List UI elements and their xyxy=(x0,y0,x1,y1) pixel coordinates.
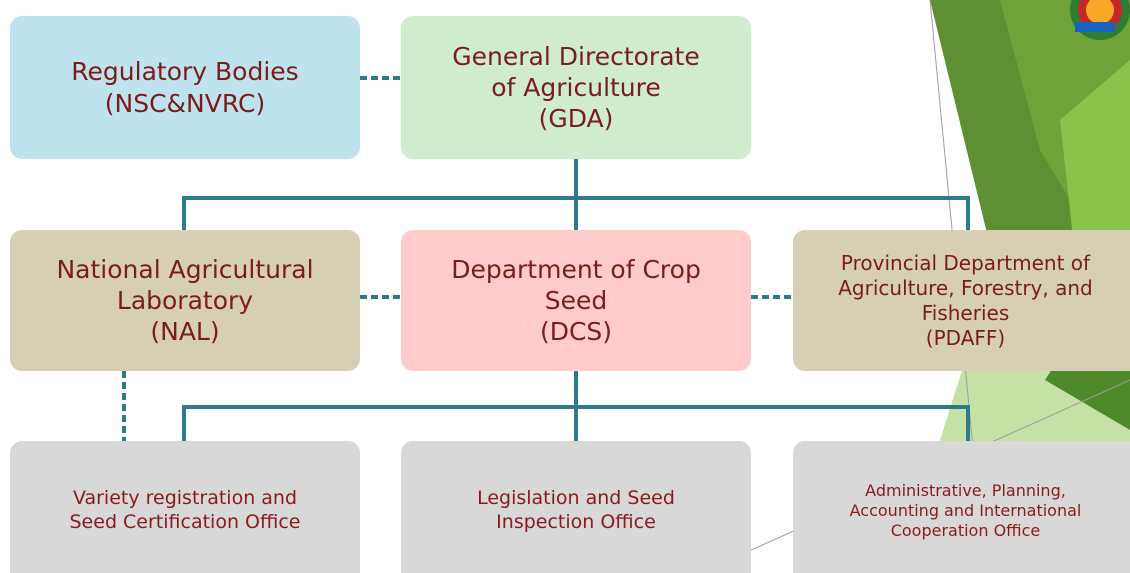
gda-box: General Directorate of Agriculture (GDA) xyxy=(401,16,751,159)
regulatory-bodies-box: Regulatory Bodies (NSC&NVRC) xyxy=(10,16,360,159)
variety-office-box: Variety registration and Seed Certificat… xyxy=(10,441,360,573)
dcs-box: Department of Crop Seed (DCS) xyxy=(401,230,751,371)
admin-office-box: Administrative, Planning, Accounting and… xyxy=(793,441,1130,573)
legislation-office-box: Legislation and Seed Inspection Office xyxy=(401,441,751,573)
emblem-icon xyxy=(1070,0,1130,40)
pdaff-box: Provincial Department of Agriculture, Fo… xyxy=(793,230,1130,371)
nal-box: National Agricultural Laboratory (NAL) xyxy=(10,230,360,371)
